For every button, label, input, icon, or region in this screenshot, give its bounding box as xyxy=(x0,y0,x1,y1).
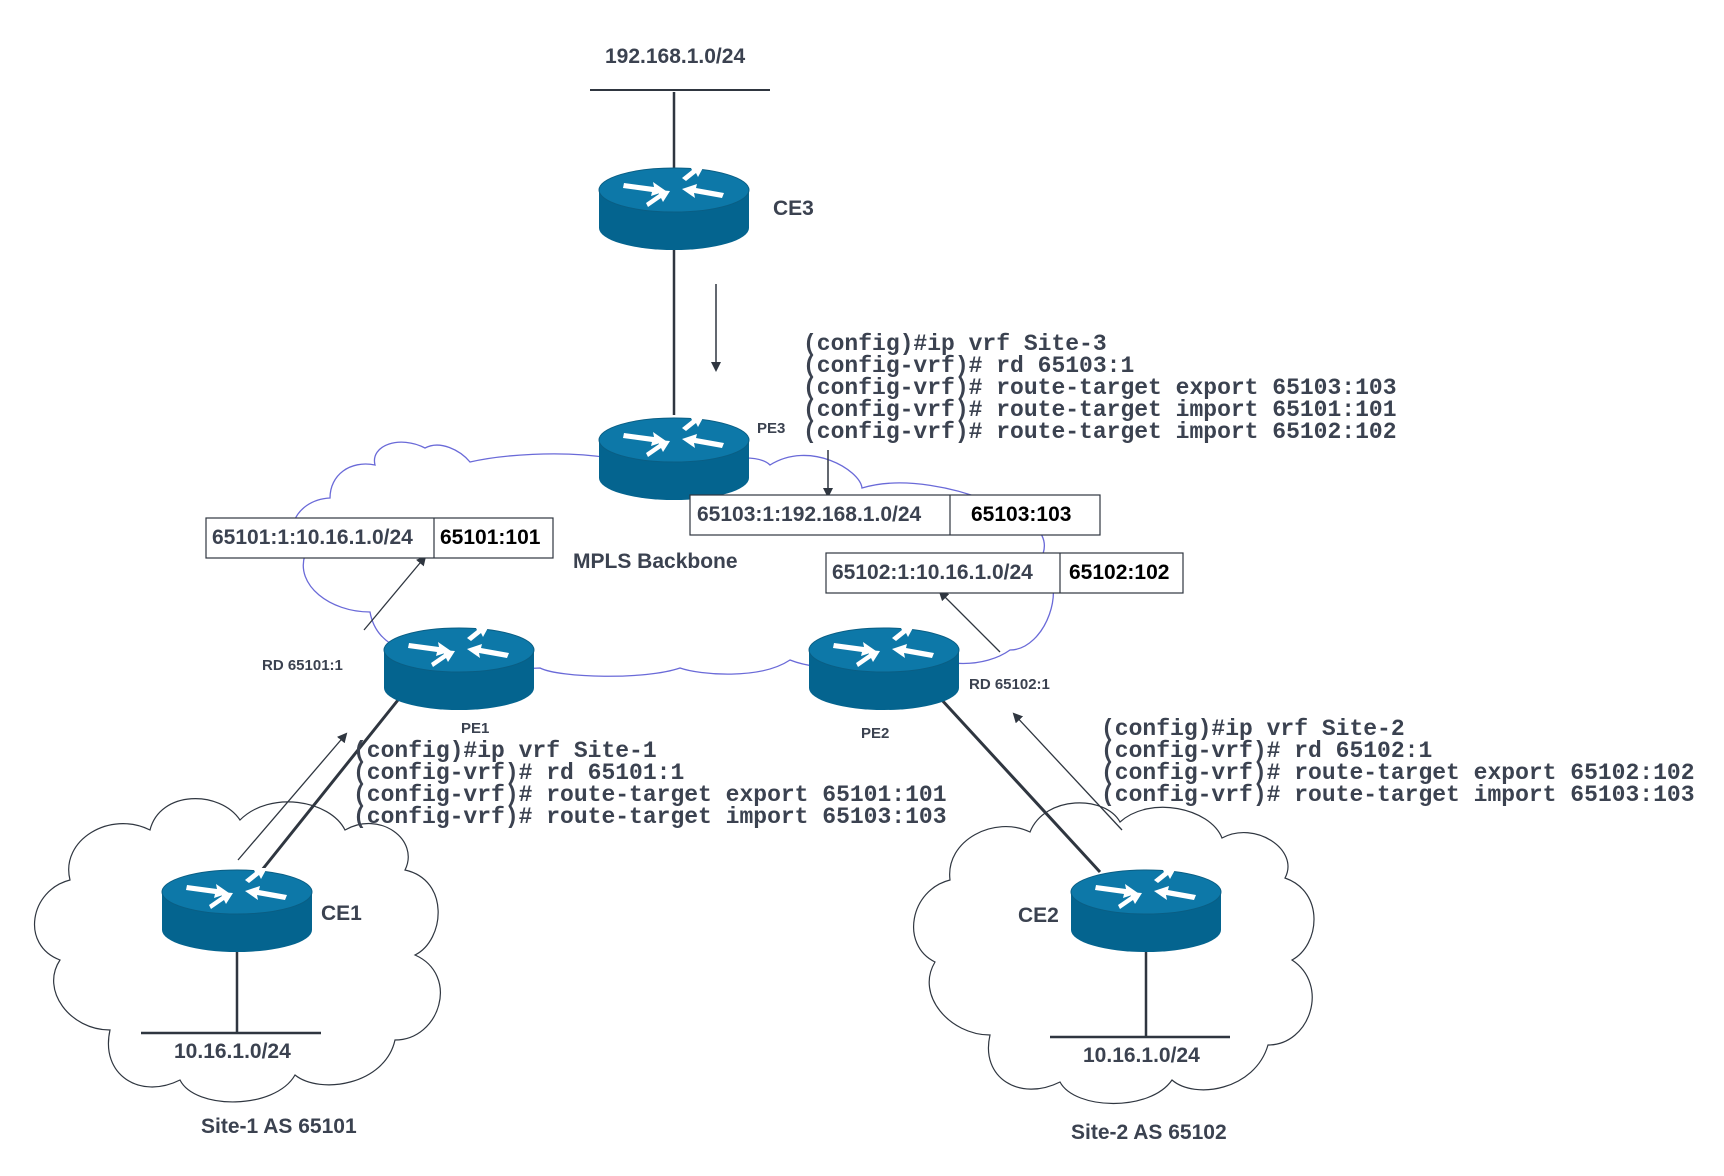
route-box-pe2-prefix: 65102:1:10.16.1.0/24 xyxy=(832,561,1033,584)
route-box-pe1-prefix: 65101:1:10.16.1.0/24 xyxy=(212,526,413,549)
pe1-to-box-arrow xyxy=(363,555,427,631)
route-box-pe1-rt: 65101:101 xyxy=(440,526,541,549)
config-site1: (config)#ip vrf Site-1 (config-vrf)# rd … xyxy=(353,738,947,830)
config-line: (config-vrf)# rd 65103:1 xyxy=(803,353,1134,379)
rd-label-pe2: RD 65102:1 xyxy=(969,676,1050,693)
site2-label: Site-2 AS 65102 xyxy=(1071,1121,1227,1144)
router-label-ce3: CE3 xyxy=(773,197,814,220)
router-icon xyxy=(808,625,960,711)
config-line: (config-vrf)# route-target export 65102:… xyxy=(1101,760,1695,786)
route-box-pe2-rt: 65102:102 xyxy=(1069,561,1169,584)
route-box-pe3-prefix: 65103:1:192.168.1.0/24 xyxy=(697,503,922,526)
config-line: (config-vrf)# route-target export 65101:… xyxy=(353,782,947,808)
router-label-ce2: CE2 xyxy=(1018,904,1059,927)
router-label-pe2: PE2 xyxy=(861,725,889,742)
route-box-pe3-rt: 65103:103 xyxy=(971,503,1071,526)
router-label-ce1: CE1 xyxy=(321,902,362,925)
backbone-label: MPLS Backbone xyxy=(573,550,738,573)
site2-cloud xyxy=(913,802,1315,1104)
config-line: (config-vrf)# rd 65101:1 xyxy=(353,760,684,786)
ce2-to-pe2-arrow xyxy=(1012,712,1123,831)
config-line: (config-vrf)# route-target export 65103:… xyxy=(803,375,1397,401)
config-site3: (config)#ip vrf Site-3 (config-vrf)# rd … xyxy=(803,331,1397,445)
site1-label: Site-1 AS 65101 xyxy=(201,1115,357,1138)
ce1-to-pe1-arrow xyxy=(237,732,348,861)
config-line: (config)#ip vrf Site-3 xyxy=(803,331,1107,357)
network-label-top: 192.168.1.0/24 xyxy=(605,45,745,68)
network-label-site1: 10.16.1.0/24 xyxy=(174,1040,291,1063)
router-icon xyxy=(598,165,750,251)
network-label-site2: 10.16.1.0/24 xyxy=(1083,1044,1200,1067)
router-label-pe1: PE1 xyxy=(461,720,489,737)
config-site2: (config)#ip vrf Site-2 (config-vrf)# rd … xyxy=(1101,716,1695,808)
mpls-backbone-cloud xyxy=(291,441,1054,677)
router-icon xyxy=(161,867,313,953)
config-line: (config)#ip vrf Site-1 xyxy=(353,738,657,764)
config-line: (config-vrf)# route-target import 65103:… xyxy=(353,804,947,830)
router-icon xyxy=(1070,867,1222,953)
config-line: (config-vrf)# route-target import 65103:… xyxy=(1101,782,1695,808)
config-line: (config-vrf)# route-target import 65101:… xyxy=(803,397,1397,423)
rd-label-pe1: RD 65101:1 xyxy=(262,657,343,674)
route-box-pe1: 65101:1:10.16.1.0/24 65101:101 xyxy=(205,517,554,559)
router-label-pe3: PE3 xyxy=(757,420,785,437)
route-box-pe3: 65103:1:192.168.1.0/24 65103:103 xyxy=(689,494,1101,536)
router-icon xyxy=(383,625,535,711)
router-icon xyxy=(598,415,750,501)
config-line: (config-vrf)# rd 65102:1 xyxy=(1101,738,1432,764)
config-line: (config)#ip vrf Site-2 xyxy=(1101,716,1405,742)
pe2-to-box-arrow xyxy=(938,590,1001,653)
route-box-pe2: 65102:1:10.16.1.0/24 65102:102 xyxy=(825,552,1184,594)
config-line: (config-vrf)# route-target import 65102:… xyxy=(803,419,1397,445)
